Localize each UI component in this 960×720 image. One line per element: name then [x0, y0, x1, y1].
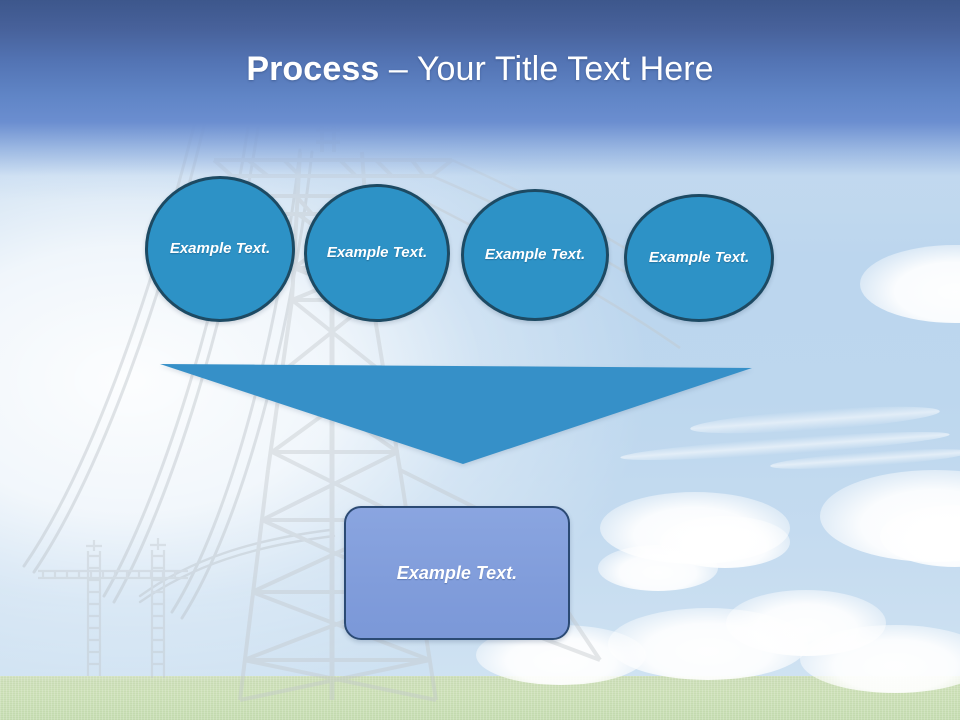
process-step-label: Example Text. — [169, 240, 271, 257]
process-step-label: Example Text. — [648, 249, 750, 266]
title-banner — [0, 0, 960, 200]
process-step-label: Example Text. — [484, 246, 586, 263]
down-arrow-icon — [160, 364, 752, 464]
process-step-label: Example Text. — [326, 244, 428, 261]
result-box-label: Example Text. — [396, 563, 518, 583]
page-title-bold: Process — [246, 50, 380, 88]
process-step-circle-3[interactable]: Example Text. — [461, 189, 609, 321]
process-step-circle-2[interactable]: Example Text. — [304, 184, 450, 322]
process-step-circle-1[interactable]: Example Text. — [145, 176, 295, 322]
result-box[interactable]: Example Text. — [344, 506, 570, 640]
process-step-circle-4[interactable]: Example Text. — [624, 194, 774, 322]
page-title-rest: – Your Title Text Here — [379, 50, 714, 88]
page-title: Process – Your Title Text Here — [0, 47, 960, 91]
